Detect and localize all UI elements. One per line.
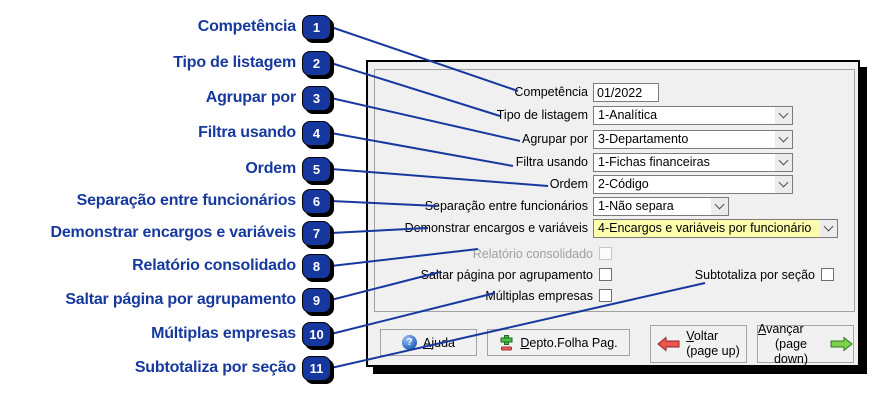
- callout-badge-3: 3: [302, 85, 331, 111]
- field-row-demonstrar: Demonstrar encargos e variáveis 4-Encarg…: [368, 219, 858, 238]
- callout-label: Ordem: [245, 160, 296, 177]
- callout-label: Subtotaliza por seção: [134, 359, 296, 376]
- callout-badge-4: 4: [302, 120, 331, 146]
- demonstrar-select[interactable]: 4-Encargos e variáveis por funcionário: [593, 219, 838, 238]
- selected-value: 1-Não separa: [598, 199, 674, 213]
- field-row-relatorio-consolidado: Relatório consolidado: [368, 245, 858, 264]
- help-icon: ?: [402, 335, 417, 350]
- avancar-button[interactable]: Avançar (page down): [757, 322, 854, 366]
- field-label: Tipo de listagem: [496, 108, 588, 122]
- relatorio-consolidado-checkbox: [599, 247, 612, 260]
- callout-badge-11: 11: [302, 355, 331, 381]
- field-row-tipo-listagem: Tipo de listagem 1-Analítica: [368, 106, 858, 125]
- callout-label: Agrupar por: [205, 89, 296, 106]
- field-row-competencia: Competência: [368, 83, 858, 102]
- callout-badge-2: 2: [302, 50, 331, 76]
- saltar-pagina-checkbox[interactable]: [599, 268, 612, 281]
- field-label: Ordem: [549, 177, 588, 191]
- selected-value: 2-Código: [598, 177, 649, 191]
- callout-badge-1: 1: [302, 14, 331, 40]
- callout-label: Competência: [197, 18, 296, 35]
- field-label: Agrupar por: [521, 132, 588, 146]
- chevron-down-icon[interactable]: [820, 220, 837, 237]
- field-row-saltar-pagina: Saltar página por agrupamento Subtotaliz…: [368, 266, 858, 285]
- selected-value: 3-Departamento: [598, 132, 689, 146]
- chevron-down-icon[interactable]: [711, 198, 728, 215]
- ajuda-button[interactable]: ? Ajuda: [380, 329, 477, 356]
- filtra-usando-select[interactable]: 1-Fichas financeiras: [593, 153, 793, 172]
- callout-subtotaliza: Subtotaliza por seção 11: [0, 355, 331, 381]
- depto-folha-pag-button[interactable]: Depto.Folha Pag.: [487, 329, 630, 356]
- selected-value: 1-Analítica: [598, 108, 658, 122]
- chevron-down-icon[interactable]: [775, 176, 792, 193]
- callout-demonstrar: Demonstrar encargos e variáveis 7: [0, 220, 331, 246]
- callout-label: Separação entre funcionários: [76, 192, 297, 209]
- chevron-down-icon[interactable]: [775, 154, 792, 171]
- callout-badge-6: 6: [302, 188, 331, 214]
- callout-multiplas-empresas: Múltiplas empresas 10: [0, 321, 331, 347]
- chevron-down-icon[interactable]: [775, 131, 792, 148]
- callout-label: Filtra usando: [198, 124, 296, 141]
- field-row-agrupar-por: Agrupar por 3-Departamento: [368, 130, 858, 149]
- competencia-input[interactable]: [593, 83, 659, 102]
- callout-label: Demonstrar encargos e variáveis: [50, 224, 297, 241]
- field-label: Filtra usando: [515, 155, 588, 169]
- button-label: Depto.Folha Pag.: [520, 335, 618, 350]
- callout-badge-7: 7: [302, 220, 331, 246]
- callout-tipo-listagem: Tipo de listagem 2: [0, 50, 331, 76]
- button-label: Avançar (page down): [758, 321, 809, 366]
- voltar-button[interactable]: Voltar (page up): [650, 325, 747, 363]
- tipo-listagem-select[interactable]: 1-Analítica: [593, 106, 793, 125]
- callout-competencia: Competência 1: [0, 14, 331, 40]
- multiplas-empresas-checkbox[interactable]: [599, 289, 612, 302]
- callout-badge-9: 9: [302, 287, 331, 313]
- back-arrow-icon: [657, 336, 680, 352]
- selected-value: 4-Encargos e variáveis por funcionário: [598, 221, 812, 235]
- ordem-select[interactable]: 2-Código: [593, 175, 793, 194]
- callout-agrupar-por: Agrupar por 3: [0, 85, 331, 111]
- button-label: Voltar (page up): [686, 329, 740, 358]
- field-label: Subtotaliza por seção: [694, 268, 815, 282]
- selected-value: 1-Fichas financeiras: [598, 155, 710, 169]
- callout-saltar-pagina: Saltar página por agrupamento 9: [0, 287, 331, 313]
- chevron-down-icon[interactable]: [775, 107, 792, 124]
- callout-relatorio-consolidado: Relatório consolidado 8: [0, 253, 331, 279]
- field-row-separacao: Separação entre funcionários 1-Não separ…: [368, 197, 858, 216]
- field-row-multiplas-empresas: Múltiplas empresas: [368, 287, 858, 306]
- agrupar-por-select[interactable]: 3-Departamento: [593, 130, 793, 149]
- subtotaliza-checkbox[interactable]: [821, 268, 834, 281]
- field-label: Relatório consolidado: [472, 247, 593, 261]
- report-options-dialog: Competência Tipo de listagem 1-Analítica…: [366, 60, 860, 367]
- field-label: Saltar página por agrupamento: [420, 268, 593, 282]
- callout-label: Tipo de listagem: [173, 54, 296, 71]
- callout-separacao: Separação entre funcionários 6: [0, 188, 331, 214]
- field-label: Demonstrar encargos e variáveis: [404, 221, 588, 235]
- field-label: Separação entre funcionários: [424, 199, 588, 213]
- button-label: Ajuda: [423, 335, 455, 350]
- field-row-ordem: Ordem 2-Código: [368, 175, 858, 194]
- callout-ordem: Ordem 5: [0, 156, 331, 182]
- callout-badge-10: 10: [302, 321, 331, 347]
- separacao-select[interactable]: 1-Não separa: [593, 197, 729, 216]
- field-label: Competência: [514, 85, 588, 99]
- callout-label: Relatório consolidado: [132, 257, 296, 274]
- callout-label: Múltiplas empresas: [151, 325, 296, 342]
- add-department-icon: [500, 334, 513, 350]
- callout-badge-8: 8: [302, 253, 331, 279]
- callout-filtra-usando: Filtra usando 4: [0, 120, 331, 146]
- forward-arrow-icon: [830, 336, 853, 352]
- field-label: Múltiplas empresas: [485, 289, 593, 303]
- field-row-filtra-usando: Filtra usando 1-Fichas financeiras: [368, 153, 858, 172]
- callout-label: Saltar página por agrupamento: [65, 291, 296, 308]
- callout-badge-5: 5: [302, 156, 331, 182]
